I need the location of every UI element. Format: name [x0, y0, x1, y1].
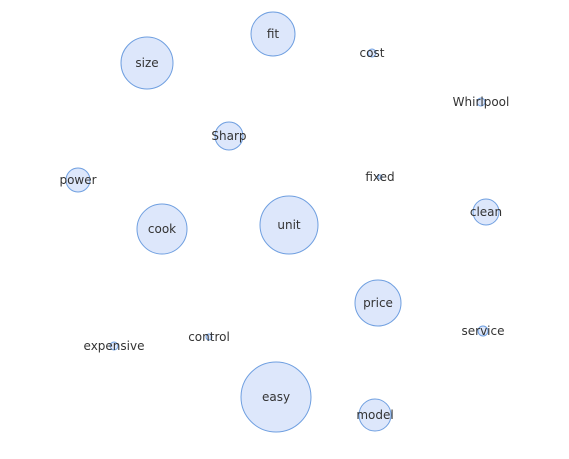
bubble-label-service: service — [462, 324, 505, 338]
bubble-label-model: model — [356, 408, 393, 422]
bubbles-layer — [65, 11, 500, 433]
bubble-clean[interactable] — [472, 198, 500, 226]
bubble-label-control: control — [188, 330, 230, 344]
bubble-fixed[interactable] — [377, 174, 383, 180]
bubble-model[interactable] — [358, 398, 392, 432]
bubble-power[interactable] — [65, 167, 91, 193]
bubble-label-clean: clean — [470, 205, 502, 219]
bubble-unit[interactable] — [259, 195, 319, 255]
bubble-service[interactable] — [477, 325, 489, 337]
bubble-label-size: size — [135, 56, 158, 70]
bubble-label-easy: easy — [262, 390, 290, 404]
bubble-label-whirlpool: Whirlpool — [453, 95, 510, 109]
bubble-label-power: power — [59, 173, 96, 187]
bubble-label-fixed: fixed — [365, 170, 394, 184]
bubble-label-fit: fit — [267, 27, 280, 41]
bubble-price[interactable] — [354, 279, 402, 327]
bubble-easy[interactable] — [240, 361, 312, 433]
bubble-sharp[interactable] — [214, 121, 244, 151]
bubble-cost[interactable] — [367, 48, 377, 58]
bubble-label-price: price — [363, 296, 393, 310]
bubble-label-sharp: Sharp — [211, 129, 246, 143]
bubble-label-unit: unit — [277, 218, 301, 232]
bubble-label-cost: cost — [360, 46, 385, 60]
bubble-fit[interactable] — [250, 11, 296, 57]
bubble-expensive[interactable] — [109, 341, 119, 351]
bubble-cook[interactable] — [136, 203, 188, 255]
bubble-size[interactable] — [120, 36, 174, 90]
bubble-label-cook: cook — [148, 222, 176, 236]
bubble-label-expensive: expensive — [84, 339, 145, 353]
bubble-whirlpool[interactable] — [476, 97, 486, 107]
bubble-control[interactable] — [205, 333, 213, 341]
